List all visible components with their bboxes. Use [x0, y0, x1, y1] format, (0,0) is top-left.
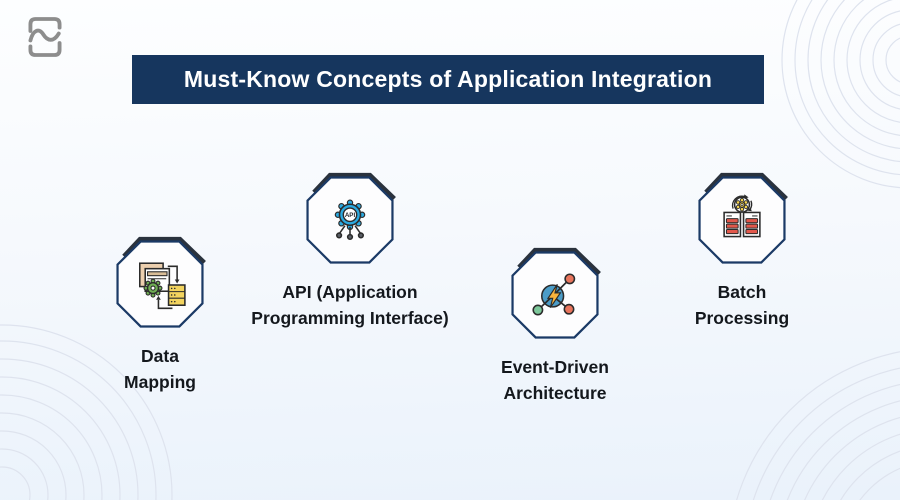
api-gear-icon: API	[334, 199, 366, 241]
octagon-badge	[507, 247, 603, 343]
api-gear-text: API	[345, 212, 356, 219]
octagon-badge	[694, 172, 790, 268]
concept-card-batch-processing: Batch Processing	[622, 172, 862, 331]
octagon-badge: API	[302, 172, 398, 268]
mapping-gear	[143, 278, 163, 298]
concept-card-data-mapping: Data Mapping	[40, 236, 280, 395]
brand-logo-icon	[28, 17, 62, 57]
batch-documents-icon	[723, 194, 761, 238]
batch-document-left	[723, 211, 742, 238]
octagon-badge	[112, 236, 208, 332]
deco-circles-bottom-left	[0, 324, 173, 500]
concept-label-data-mapping: Data Mapping	[124, 346, 196, 392]
batch-document-right	[742, 211, 761, 238]
concept-label-batch-processing: Batch Processing	[694, 282, 790, 328]
event-lightning-icon	[532, 273, 576, 316]
concept-card-event-driven: Event-Driven Architecture	[435, 247, 675, 406]
api-connector-nodes	[336, 225, 364, 241]
lightning-bolt	[546, 284, 562, 308]
server-stack	[167, 284, 186, 306]
data-mapping-icon	[139, 262, 186, 310]
concept-label-event-driven: Event-Driven Architecture	[501, 357, 609, 403]
event-node-bottom-left	[532, 304, 544, 316]
concept-label-api: API (Application Programming Interface)	[251, 282, 449, 328]
deco-circles-top-right	[781, 0, 900, 189]
page-title: Must-Know Concepts of Application Integr…	[183, 66, 713, 92]
deco-circles-bottom-right	[736, 351, 900, 500]
process-cycle	[731, 194, 753, 213]
event-node-top-right	[564, 273, 576, 285]
concept-card-api: API API (Application Programming Interfa…	[230, 172, 470, 331]
event-node-bottom-right	[563, 303, 575, 315]
octagon-frame	[698, 172, 788, 264]
mapping-arrows	[156, 265, 180, 310]
title-banner: Must-Know Concepts of Application Integr…	[132, 55, 764, 104]
